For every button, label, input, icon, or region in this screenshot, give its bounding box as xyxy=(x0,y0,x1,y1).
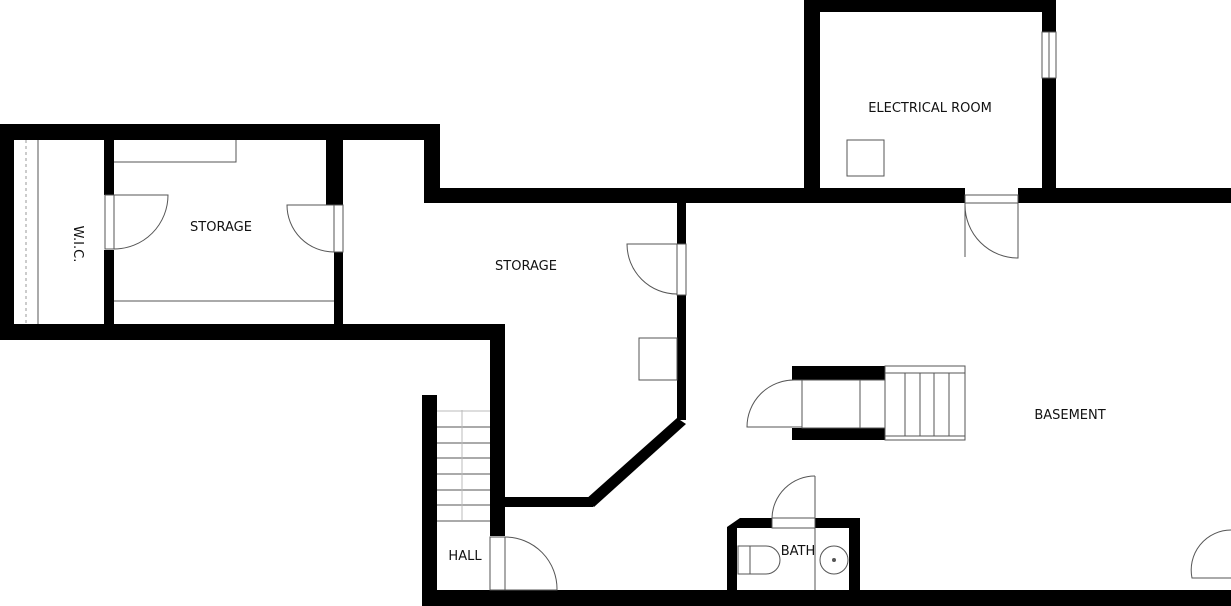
label-electrical-room: ELECTRICAL ROOM xyxy=(868,101,992,116)
label-basement: BASEMENT xyxy=(1034,408,1105,423)
room-labels: ELECTRICAL ROOM STORAGE STORAGE W.I.C. B… xyxy=(70,101,1106,564)
label-storage-center: STORAGE xyxy=(495,259,557,274)
label-wic: W.I.C. xyxy=(70,226,85,263)
doors xyxy=(104,194,1231,591)
fixtures xyxy=(25,31,1057,590)
label-bath: BATH xyxy=(781,544,816,559)
label-storage-left: STORAGE xyxy=(190,220,252,235)
label-hall: HALL xyxy=(448,549,482,564)
